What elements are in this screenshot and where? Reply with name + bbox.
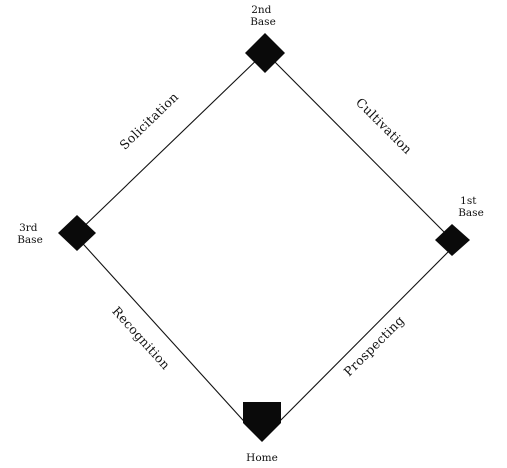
path-line-second-to-third — [74, 51, 266, 236]
prospecting-label: Prospecting — [341, 313, 408, 380]
path-line-home-to-first — [260, 243, 457, 441]
first-base-marker — [435, 224, 470, 256]
second-base-marker — [245, 33, 285, 73]
home-plate-marker — [243, 402, 281, 442]
second-base-label: 2nd Base — [250, 4, 276, 28]
third-base-label: 3rd Base — [17, 222, 43, 246]
first-base-label: 1st Base — [458, 195, 484, 219]
third-base-marker — [58, 215, 96, 251]
solicitation-label: Solicitation — [116, 89, 181, 152]
path-line-first-to-second — [264, 51, 457, 245]
home-label: Home — [246, 452, 278, 464]
recognition-label: Recognition — [109, 304, 173, 373]
path-line-third-to-home — [74, 234, 262, 441]
cultivation-label: Cultivation — [353, 95, 415, 157]
